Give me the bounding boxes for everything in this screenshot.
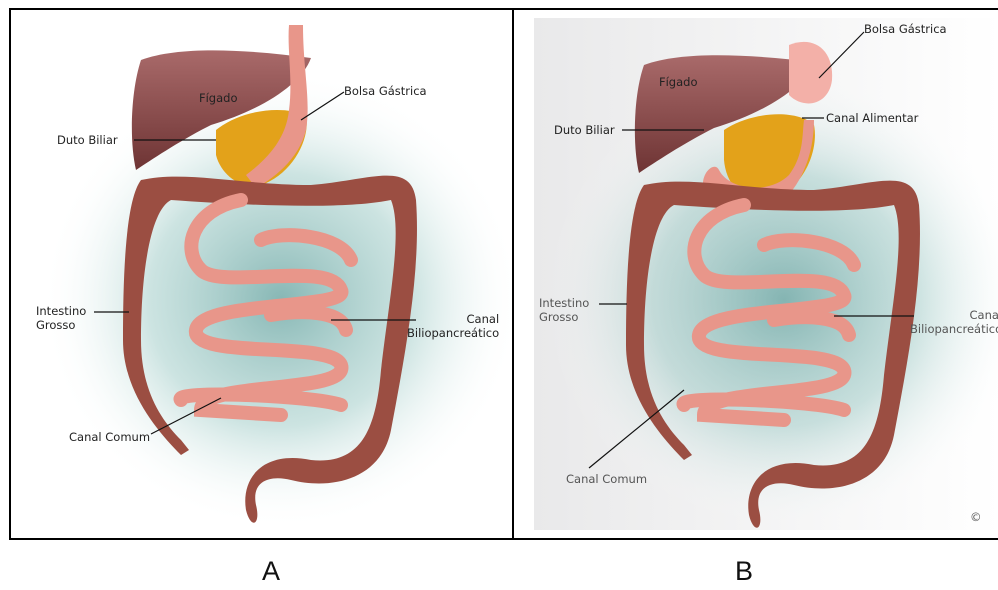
label-canal-biliopancreatico-b: Canal Biliopancreático [910, 308, 998, 336]
label-intestino-grosso-b: Intestino Grosso [539, 296, 589, 324]
label-bolsa-gastrica-b: Bolsa Gástrica [864, 22, 947, 36]
label-figado-a: Fígado [199, 91, 238, 105]
label-duto-biliar-b: Duto Biliar [554, 123, 615, 137]
label-intestino-grosso-a: Intestino Grosso [36, 304, 86, 332]
label-canal-alimentar-b: Canal Alimentar [826, 111, 918, 125]
label-bolsa-gastrica-a: Bolsa Gástrica [344, 84, 427, 98]
caption-a: A [262, 556, 280, 587]
panel-a-frame: Fígado Bolsa Gástrica Duto Biliar Intest… [9, 8, 514, 540]
panel-a-illustration [11, 10, 512, 538]
panel-b-illustration [514, 10, 998, 538]
label-canal-biliopancreatico-a: Canal Biliopancreático [407, 312, 499, 340]
caption-b: B [735, 556, 753, 587]
panel-b-frame: Fígado Bolsa Gástrica Canal Alimentar Du… [512, 8, 998, 540]
label-canal-comum-b: Canal Comum [566, 472, 647, 486]
label-figado-b: Fígado [659, 75, 698, 89]
label-canal-comum-a: Canal Comum [69, 430, 150, 444]
copyright-mark: © [970, 510, 982, 524]
label-duto-biliar-a: Duto Biliar [57, 133, 118, 147]
